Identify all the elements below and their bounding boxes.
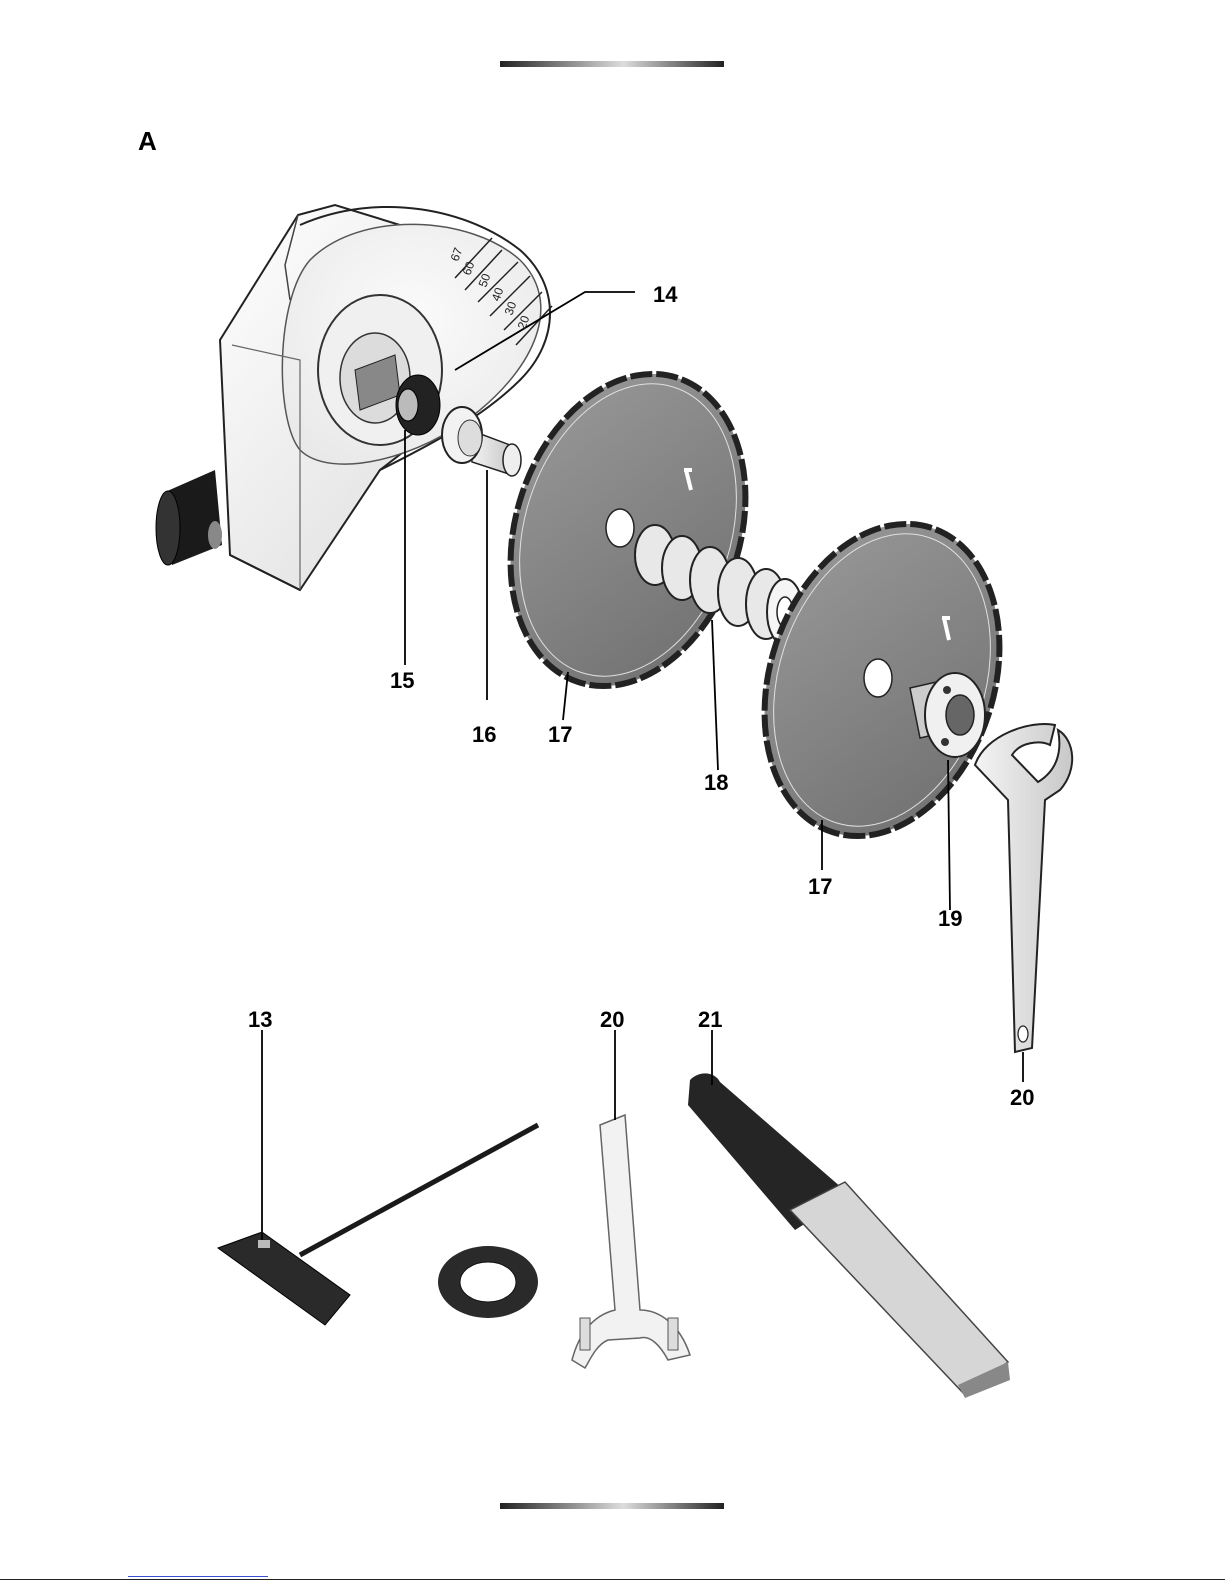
callout-17-second: 17: [808, 874, 832, 899]
side-handle-knob: [156, 470, 222, 565]
callout-20-lower: 20: [600, 1007, 624, 1032]
flange-washer: [438, 1246, 538, 1318]
callout-18: 18: [704, 770, 728, 795]
callout-15: 15: [390, 668, 414, 693]
callout-17-first: 17: [548, 722, 572, 747]
dressing-stone-21: [688, 1073, 1010, 1398]
callout-19: 19: [938, 906, 962, 931]
footer-link-underline: [128, 1576, 268, 1577]
callout-14: 14: [653, 282, 678, 307]
bottom-decorative-bar: [500, 1503, 724, 1509]
diamond-blade-17-second: [726, 493, 1038, 867]
callout-20-upper: 20: [1010, 1085, 1034, 1110]
spacer-sleeve-16: [442, 407, 521, 476]
two-pin-spanner-20-upper: [975, 724, 1072, 1052]
blade-guard-housing: [156, 205, 552, 590]
callout-13: 13: [248, 1007, 272, 1032]
footer-rule: [0, 1579, 1225, 1580]
callout-21: 21: [698, 1007, 722, 1032]
two-pin-spanner-20-lower: [572, 1115, 690, 1368]
callout-16: 16: [472, 722, 496, 747]
diamond-blade-17-first: [472, 343, 784, 717]
